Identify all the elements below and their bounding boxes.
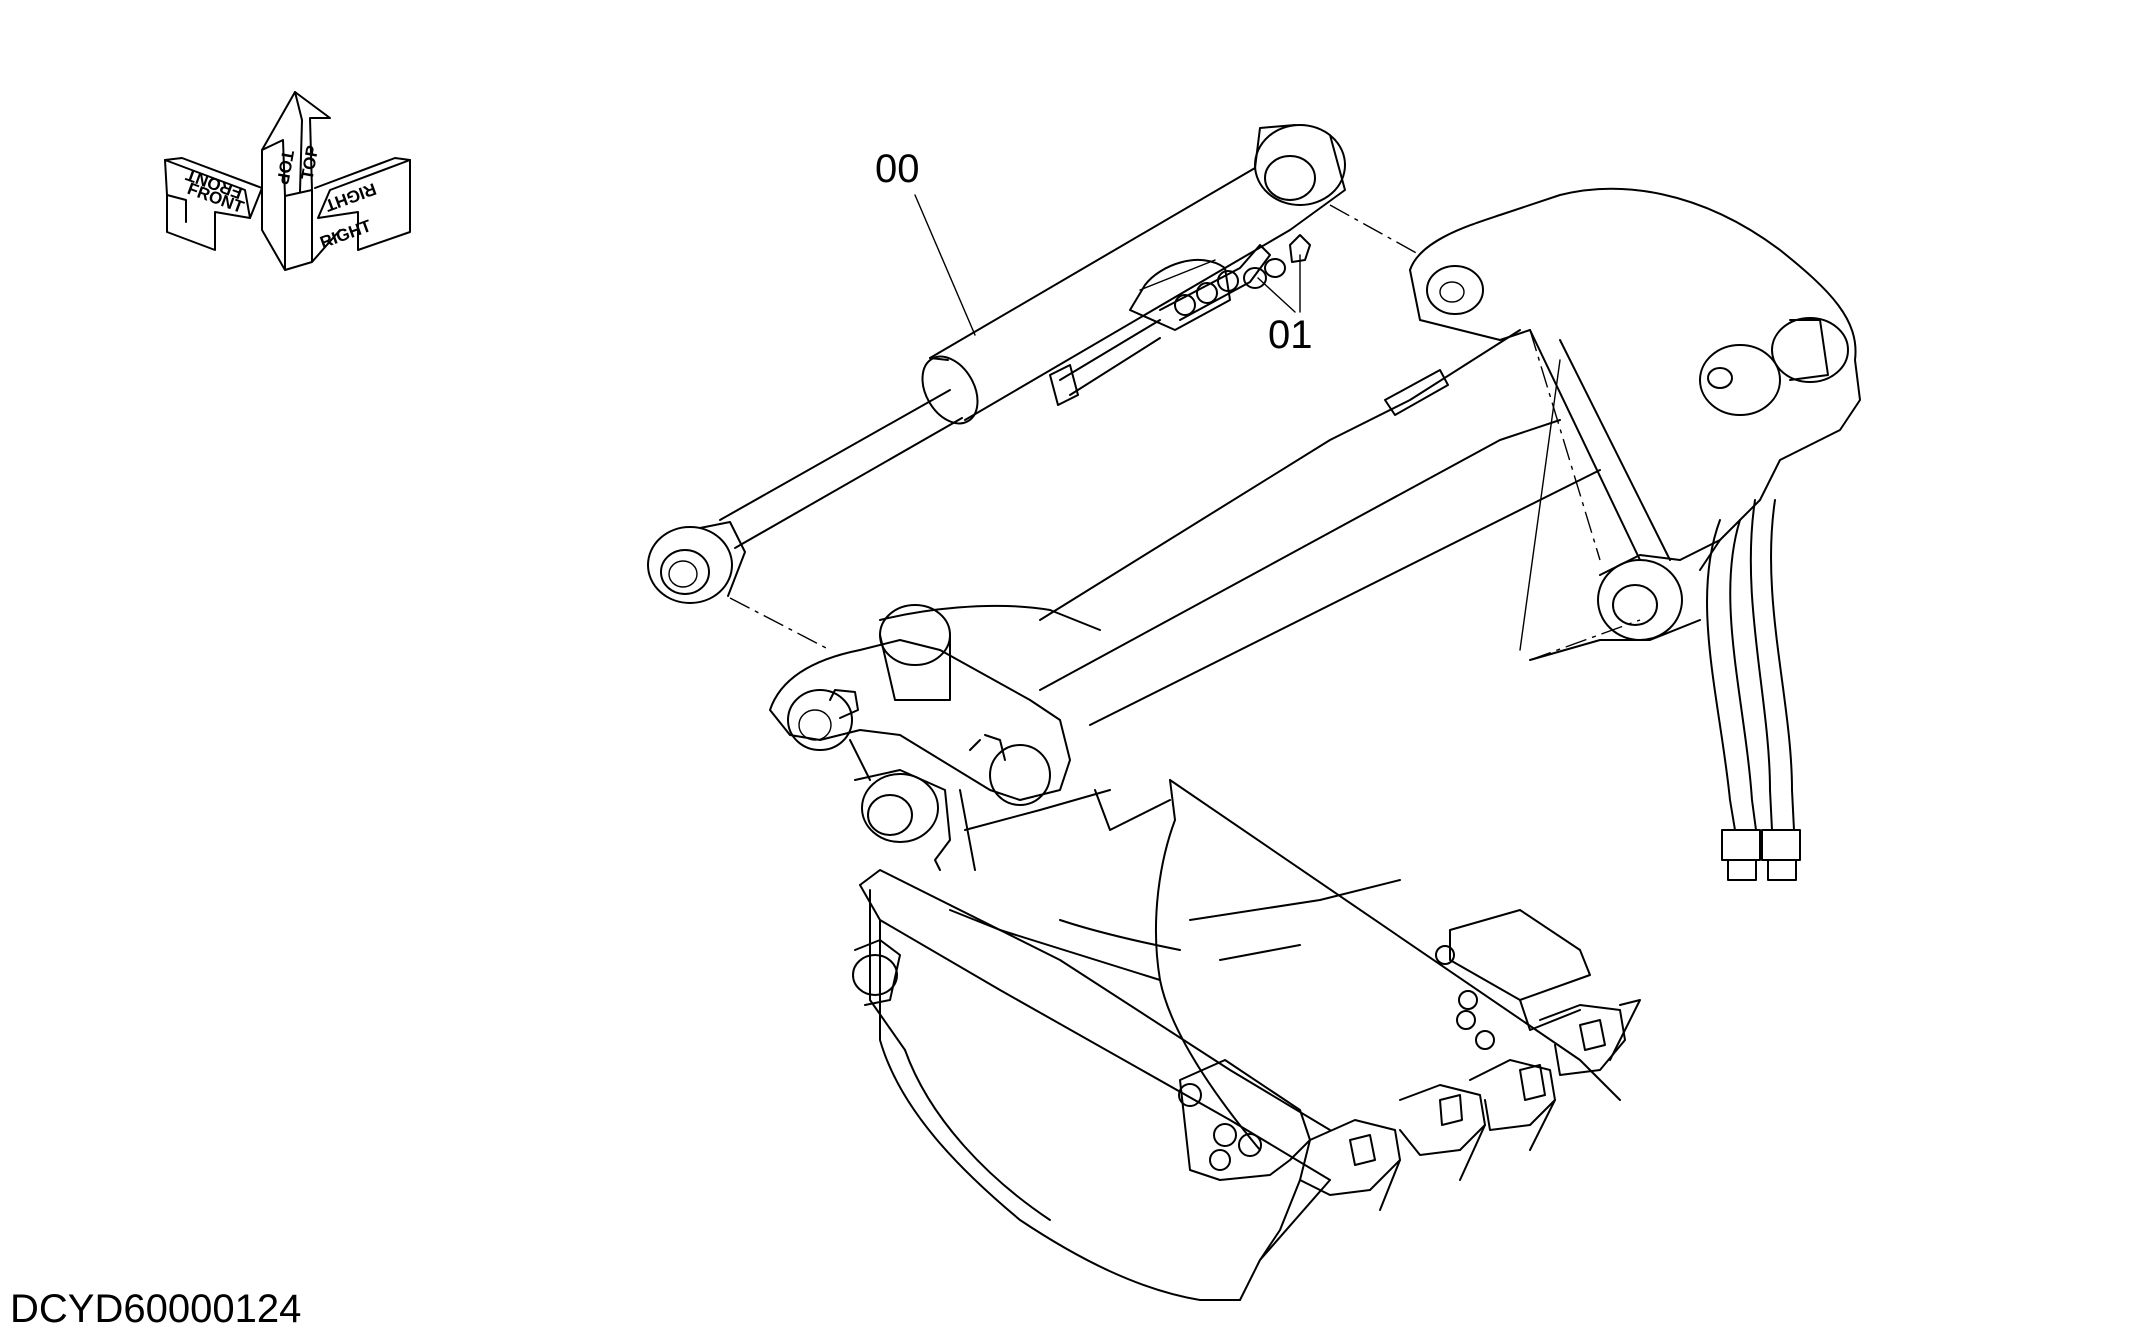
grease-nipples bbox=[1243, 234, 1311, 289]
callout-00: 00 bbox=[875, 147, 976, 336]
orientation-top-label: TOP bbox=[273, 149, 298, 186]
callout-01: 01 bbox=[1257, 254, 1313, 357]
bucket-teeth bbox=[1259, 999, 1641, 1261]
cylinder-rod-centerline bbox=[729, 597, 831, 651]
bucket-cylinder bbox=[647, 124, 1346, 604]
callout-00-label: 00 bbox=[875, 147, 920, 191]
callout-00-leader bbox=[914, 194, 976, 336]
orientation-right-label-mirrored: RIGHT bbox=[322, 179, 379, 215]
bucket-linkage bbox=[769, 187, 1861, 881]
callout-01-label: 01 bbox=[1268, 313, 1313, 357]
drawing-code: DCYD60000124 bbox=[10, 1287, 301, 1331]
link-centerline bbox=[1529, 329, 1641, 661]
cylinder-head-centerline bbox=[1329, 204, 1421, 256]
callout-01-leader-a bbox=[1257, 277, 1296, 313]
bucket bbox=[852, 779, 1641, 1301]
orientation-symbol: FRONT FRONT TOP TOP RIGHT RIGHT bbox=[164, 91, 411, 271]
